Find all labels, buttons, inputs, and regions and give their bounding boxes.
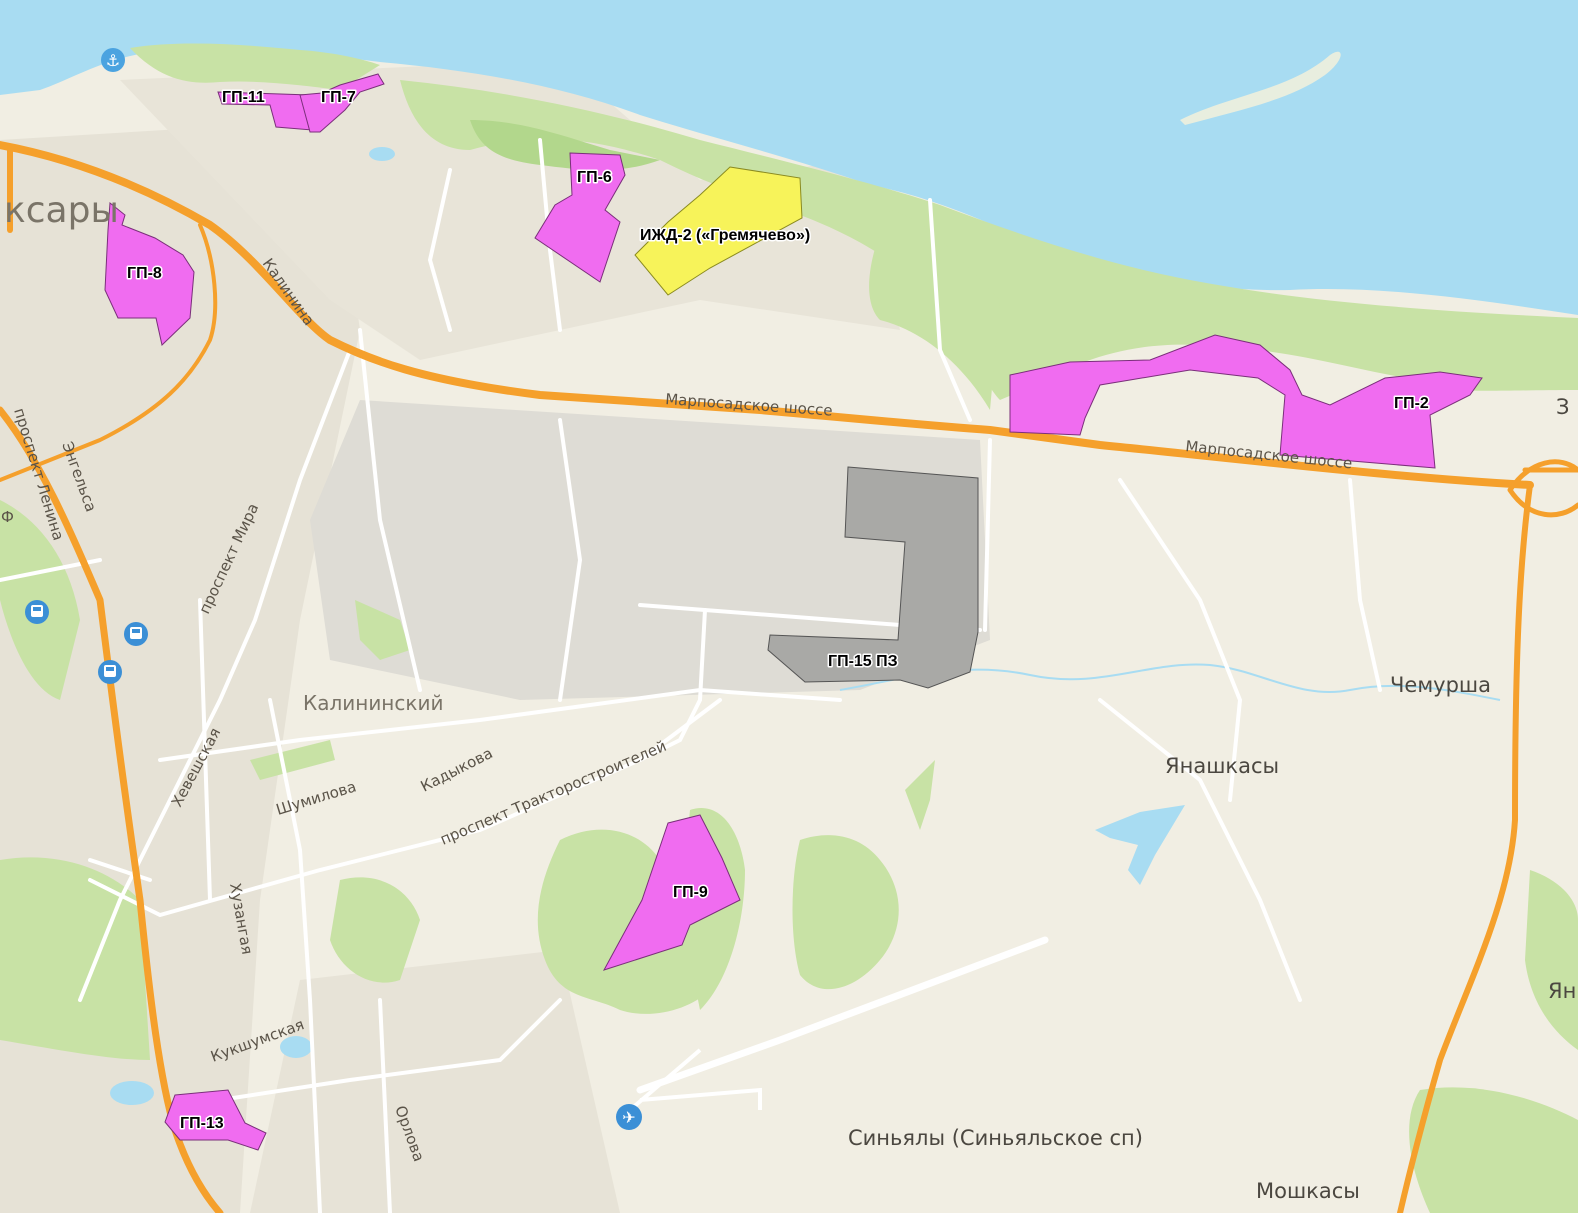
highway-ring [1507,459,1578,518]
zone-label-gp6-halo: ГП-6 [577,169,612,186]
zone-label-gp9-halo: ГП-9 [673,884,708,901]
forest-southeast [1409,1087,1578,1213]
svg-text:✈: ✈ [622,1108,635,1127]
place-label-edge-left: Ф [1,508,14,526]
lake [1095,805,1185,885]
highway-bypass-east [1397,482,1533,1213]
zone-label-gp7-halo: ГП-7 [321,89,356,106]
zone-label-gp13-halo: ГП-13 [180,1115,224,1132]
forest-mid [355,600,410,660]
place-label-sinyaly: Синьялы (Синьяльское сп) [848,1126,1143,1150]
volga-river [0,0,1578,315]
sandbar-island [1180,51,1341,125]
zone-label-gp13: ГП-13 [180,1115,224,1132]
zone-label-gp15: ГП-15 ПЗ [828,653,898,670]
zone-gp8-area[interactable] [104,202,195,346]
zone-label-gp7: ГП-7 [321,89,356,106]
place-label-chemursha: Чемурша [1390,673,1491,697]
airport-taxiway [628,1048,762,1112]
forest-southwest [0,857,150,1060]
airport-icon[interactable]: ✈ [616,1104,642,1130]
zone-label-izhd2-halo: ИЖД-2 («Гремячево») [640,227,810,244]
forest-east-edge [1525,870,1578,1050]
place-label-yanashkasy: Янашкасы [1165,754,1279,778]
forest-south-3 [792,835,899,990]
forest-east [869,210,1000,410]
highway-engelsa [0,223,218,482]
urban-area-north [120,60,900,360]
zone-gp2-area[interactable] [1009,334,1483,469]
forest-south-park [330,877,420,983]
zone-label-gp2: ГП-2 [1394,395,1429,412]
forest-shore [400,80,1578,400]
zone-label-gp11-halo: ГП-11 [222,89,265,106]
zone-label-izhd2: ИЖД-2 («Гремячево») [640,227,810,244]
forest-west [0,500,80,700]
bus-stop-icon[interactable] [25,600,49,624]
zone-gp15-area[interactable] [767,466,979,689]
planning-zones[interactable] [104,73,1483,1151]
zone-label-gp2-halo: ГП-2 [1394,395,1429,412]
zone-gp13-area[interactable] [164,1089,267,1151]
place-label-kalininsky: Калининский [303,691,443,715]
zone-label-gp9: ГП-9 [673,884,708,901]
highway-kalinina-marposad [0,141,1534,489]
pond-south [280,1036,312,1058]
pond-north [369,147,395,161]
zone-label-gp11: ГП-11 [222,89,265,106]
zone-gp9-area[interactable] [602,814,741,971]
bus-stop-icon[interactable] [124,622,148,646]
place-label-edge-right-2: Ян [1548,979,1576,1003]
zone-label-gp8: ГП-8 [127,265,162,282]
forest-south-4 [905,760,935,830]
zone-label-gp8-halo: ГП-8 [127,265,162,282]
place-label-moshkasy: Мошкасы [1256,1179,1360,1203]
place-labels: ксары Калининский Чемурша Янашкасы Синья… [1,190,1576,1203]
forest-northwest [130,43,380,90]
pond-sw [110,1081,154,1105]
place-label-edge-right-1: З [1556,395,1569,419]
zone-gp6-area[interactable] [534,152,626,283]
place-label-city: ксары [4,190,119,231]
svg-text:⚓: ⚓ [106,51,120,70]
anchor-icon[interactable]: ⚓ [101,48,125,72]
zone-izhd2-area[interactable] [634,166,803,296]
bus-stop-icon[interactable] [98,660,122,684]
zone-label-gp15-halo: ГП-15 ПЗ [828,653,898,670]
urban-area-south [250,950,620,1213]
minor-roads [0,138,1382,1213]
zone-gp7-area[interactable] [299,73,385,133]
forest-shumilova [250,740,335,780]
zone-label-gp6: ГП-6 [577,169,612,186]
airport-runway [636,936,1049,1094]
industrial-area [310,400,990,700]
